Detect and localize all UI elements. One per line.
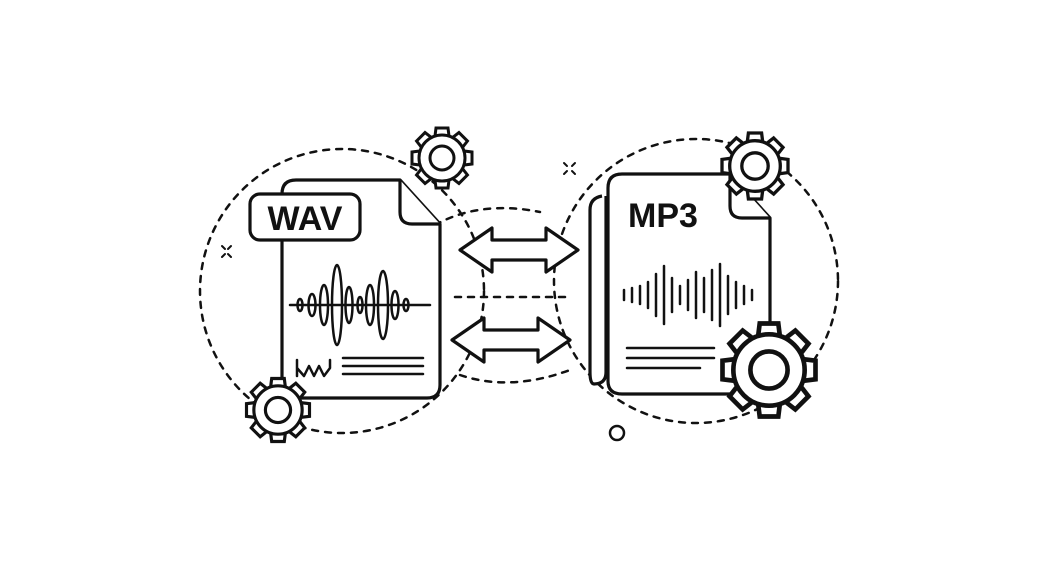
upper-middle-dashed-arc	[433, 206, 542, 227]
mp3-waveform-icon	[622, 262, 754, 328]
left-orbit-dashed-circle	[198, 147, 486, 435]
bidirectional-arrow-icon	[450, 316, 572, 364]
wav-waveform-icon	[288, 263, 432, 347]
right-orbit-dashed-circle	[552, 137, 840, 425]
sparkle-icon	[221, 245, 232, 258]
bidirectional-arrow-icon	[458, 226, 580, 274]
mini-waveform-glyph	[295, 358, 332, 378]
lower-middle-dashed-arc	[458, 368, 572, 384]
gear-icon	[410, 126, 474, 190]
wav-label-badge: WAV	[248, 192, 362, 242]
small-dot-circle	[608, 424, 626, 442]
gear-icon	[723, 324, 816, 417]
gear-icon	[244, 376, 312, 444]
wav-label: WAV	[268, 200, 343, 238]
gear-icon	[720, 131, 790, 201]
mp3-text-lines	[625, 346, 716, 370]
mp3-label: MP3	[628, 197, 698, 235]
mp3-file-icon: MP3	[588, 172, 772, 396]
wav-text-lines	[341, 356, 425, 376]
sparkle-icon	[563, 162, 576, 175]
